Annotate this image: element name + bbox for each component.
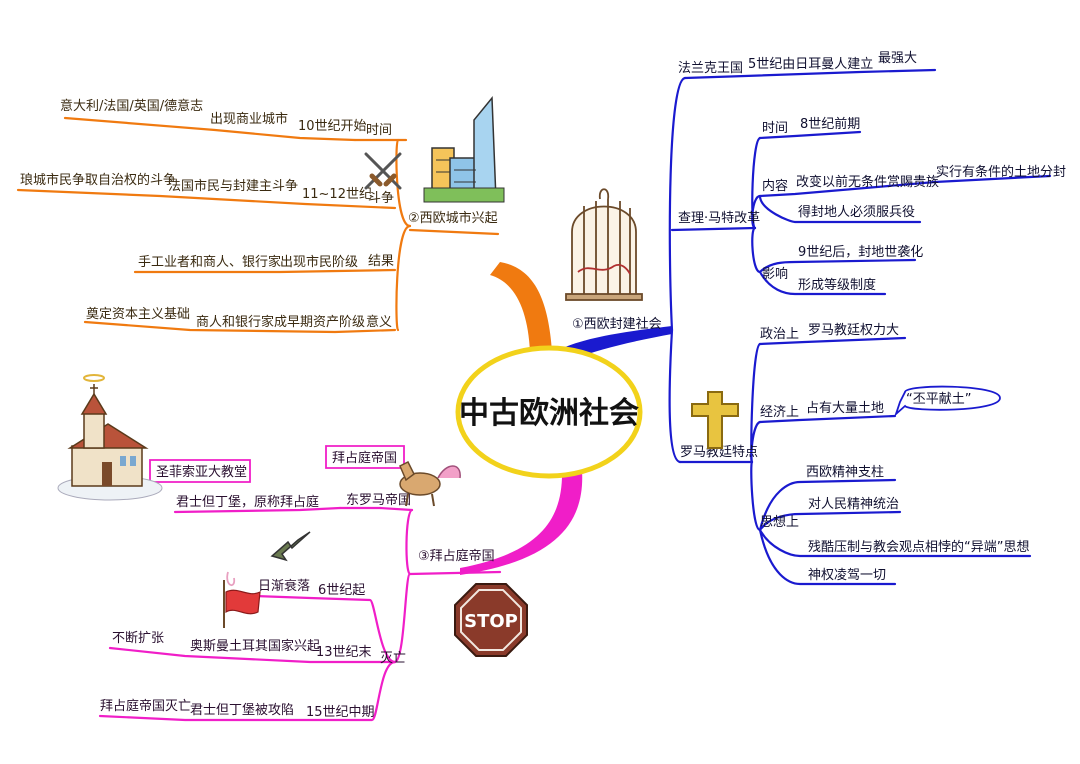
- east-rome-detail: 君士但丁堡，原称拜占庭: [176, 494, 319, 510]
- cities-result-detail: 手工业者和商人、银行家: [138, 254, 281, 270]
- cities-struggle-value: 11~12世纪: [302, 187, 372, 202]
- church-politics-value: 罗马教廷权力大: [808, 322, 899, 338]
- cities-time-countries: 意大利/法国/英国/德意志: [60, 98, 203, 114]
- fall-stage1-label: 6世纪起: [318, 583, 365, 598]
- fall-label: 灭亡: [380, 651, 406, 666]
- cities-struggle-detail: 法国市民与封建主斗争: [168, 178, 298, 194]
- reform-time-label: 时间: [762, 121, 788, 136]
- reform-content-label: 内容: [762, 178, 788, 194]
- cities-result-value: 出现市民阶级: [280, 254, 358, 270]
- cities-label: ②西欧城市兴起: [408, 210, 498, 226]
- church-icon: [57, 374, 163, 501]
- cities-result-label: 结果: [368, 254, 394, 269]
- cities-struggle-label: 斗争: [368, 191, 394, 206]
- church-thought-item-1: 对人民精神统治: [808, 497, 899, 512]
- feudal-label: ①西欧封建社会: [572, 316, 662, 332]
- branch-cities: [16, 116, 500, 334]
- church-label: 罗马教廷特点: [680, 444, 758, 460]
- cities-struggle-detail2: 琅城市民争取自治权的斗争: [20, 172, 176, 188]
- cities-meaning-value: 商人和银行家成早期资产阶级: [196, 314, 365, 330]
- birdcage-icon: [565, 188, 643, 301]
- fall-stage3-value: 君士但丁堡被攻陷: [190, 702, 294, 718]
- horse-icon: [399, 460, 461, 507]
- crossed-swords-icon: [364, 152, 402, 190]
- east-rome-cathedral: 圣菲索亚大教堂: [156, 464, 247, 480]
- stop-sign-icon: STOP: [454, 583, 528, 657]
- church-thought-item-2: 残酷压制与教会观点相悖的“异端”思想: [808, 539, 1029, 555]
- branch-feudal: [668, 68, 1052, 586]
- cross-icon: [691, 391, 739, 449]
- cities-meaning-label: 意义: [366, 314, 392, 330]
- center-title: 中古欧洲社会: [459, 396, 639, 431]
- branch-byzantine-trunk: [460, 470, 583, 575]
- reform-content-item1b: 实行有条件的土地分封: [936, 164, 1066, 180]
- fall-stage1-value: 日渐衰落: [258, 578, 310, 594]
- church-economy-label: 经济上: [760, 405, 799, 420]
- church-thought-item-0: 西欧精神支柱: [806, 465, 884, 480]
- franks-detail: 5世纪由日耳曼人建立: [748, 57, 873, 72]
- fall-stage2-value: 奥斯曼土耳其国家兴起: [190, 638, 320, 654]
- franks-note: 最强大: [878, 51, 917, 66]
- church-politics-label: 政治上: [760, 327, 799, 342]
- quote-bubble: [894, 385, 1001, 417]
- cities-time-detail: 出现商业城市: [210, 111, 288, 127]
- fall-stage2-label: 13世纪末: [316, 645, 372, 660]
- cathedral-flag: [149, 459, 251, 483]
- reform-content-item2: 得封地人必须服兵役: [798, 204, 915, 220]
- red-flag-icon: [223, 571, 261, 628]
- cities-meaning-detail: 奠定资本主义基础: [86, 306, 190, 322]
- church-thought-label: 思想上: [760, 514, 799, 530]
- reform-impact-label: 影响: [762, 266, 788, 282]
- reform-time-value: 8世纪前期: [800, 116, 860, 132]
- fall-stage3-detail: 拜占庭帝国灭亡: [100, 698, 191, 714]
- center-node: [455, 345, 643, 479]
- reform-impact-item1: 9世纪后，封地世袭化: [798, 245, 923, 260]
- reform-content-item1: 改变以前无条件赏赐贵族: [796, 174, 939, 190]
- fall-stage2-detail: 不断扩张: [112, 631, 164, 646]
- fall-stage3-label: 15世纪中期: [306, 705, 375, 720]
- cities-time-value: 10世纪开始: [298, 119, 367, 134]
- east-rome-label: 东罗马帝国: [346, 492, 411, 508]
- branch-byzantine: [98, 506, 502, 722]
- cities-time-label: 时间: [366, 123, 392, 138]
- church-thought-item-3: 神权凌驾一切: [808, 567, 886, 583]
- city-skyline-icon: [423, 95, 505, 203]
- reform-impact-item2: 形成等级制度: [798, 277, 876, 293]
- church-economy-value: 占有大量土地: [806, 401, 884, 416]
- arrow-down-icon: [270, 531, 311, 562]
- church-economy-quote: “丕平献土”: [906, 392, 971, 407]
- stop-sign-text: STOP: [464, 611, 518, 632]
- byzantine-label: ③拜占庭帝国: [418, 548, 495, 564]
- reform-label: 查理·马特改革: [678, 211, 760, 226]
- east-rome-flag: 拜占庭帝国: [332, 450, 397, 466]
- franks-label: 法兰克王国: [678, 61, 743, 76]
- branch-cities-trunk: [490, 262, 552, 352]
